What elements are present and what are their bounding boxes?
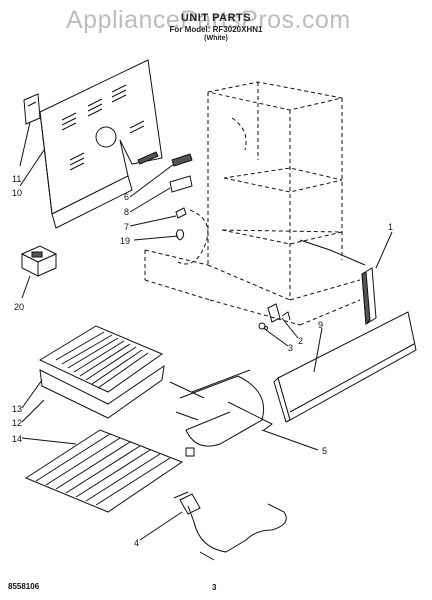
callout-7: 7: [124, 222, 129, 232]
callout-5: 5: [322, 446, 327, 456]
callout-6: 6: [124, 192, 129, 202]
watermark: AppliancePartsPros.com: [66, 6, 351, 34]
diagram-title: UNIT PARTS: [180, 12, 252, 24]
callout-4: 4: [134, 538, 139, 548]
bracket-part-11: [23, 93, 41, 125]
callout-14: 14: [12, 434, 22, 444]
part-20-component: [20, 245, 58, 277]
leader-lines: [19, 121, 393, 541]
callout-1: 1: [388, 222, 393, 232]
oven-rack: [24, 429, 184, 513]
callout-11: 11: [12, 174, 21, 184]
heating-element-4: [173, 491, 287, 561]
callout-13: 13: [12, 404, 22, 414]
hinge-hardware: [258, 303, 291, 330]
callout-3: 3: [288, 343, 293, 353]
back-panel: [39, 59, 163, 229]
drawer-panel: [273, 311, 417, 423]
heating-element-5: [169, 369, 273, 457]
callout-20: 20: [14, 302, 24, 312]
callout-2: 2: [298, 336, 303, 346]
page-number: 3: [212, 583, 217, 592]
broil-pan: [38, 325, 165, 419]
color-line: (White): [204, 35, 228, 42]
small-parts: [169, 153, 193, 241]
callout-9: 9: [318, 320, 323, 330]
callout-8: 8: [124, 207, 129, 217]
callout-19: 19: [120, 236, 130, 246]
callout-10: 10: [12, 188, 22, 198]
model-line: For Model: RF3020XHN1: [169, 25, 263, 34]
callout-labels: 1 2 3 4 5 6 7 8 9 10 11 12 13 14 19 20: [12, 174, 393, 548]
oven-cavity-frame: [144, 81, 366, 326]
document-number: 8558106: [8, 582, 40, 591]
part-1-component: [361, 267, 377, 326]
callout-12: 12: [12, 418, 22, 428]
